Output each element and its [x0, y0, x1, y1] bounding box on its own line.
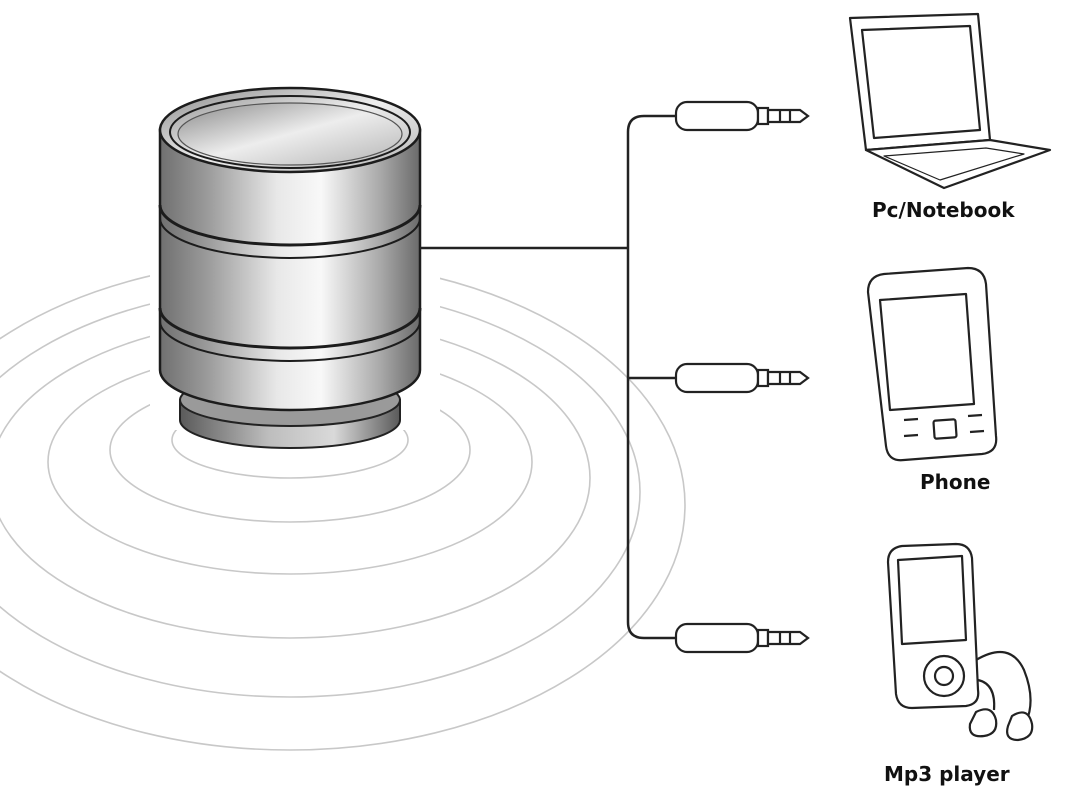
cable-branch-bottom	[626, 378, 676, 640]
speaker-icon	[158, 86, 422, 449]
phone-label: Phone	[920, 470, 991, 494]
audio-cables	[420, 114, 676, 640]
laptop-icon	[848, 12, 1052, 190]
mp3-player-icon	[886, 542, 1034, 742]
audio-jack-icon	[674, 622, 810, 654]
mp3-player-label: Mp3 player	[884, 762, 1010, 786]
audio-jack-icon	[674, 100, 810, 132]
phone-icon	[866, 266, 998, 462]
pc-notebook-label: Pc/Notebook	[872, 198, 1015, 222]
cable-branch-top	[626, 114, 676, 378]
audio-jack-icon	[674, 362, 810, 394]
